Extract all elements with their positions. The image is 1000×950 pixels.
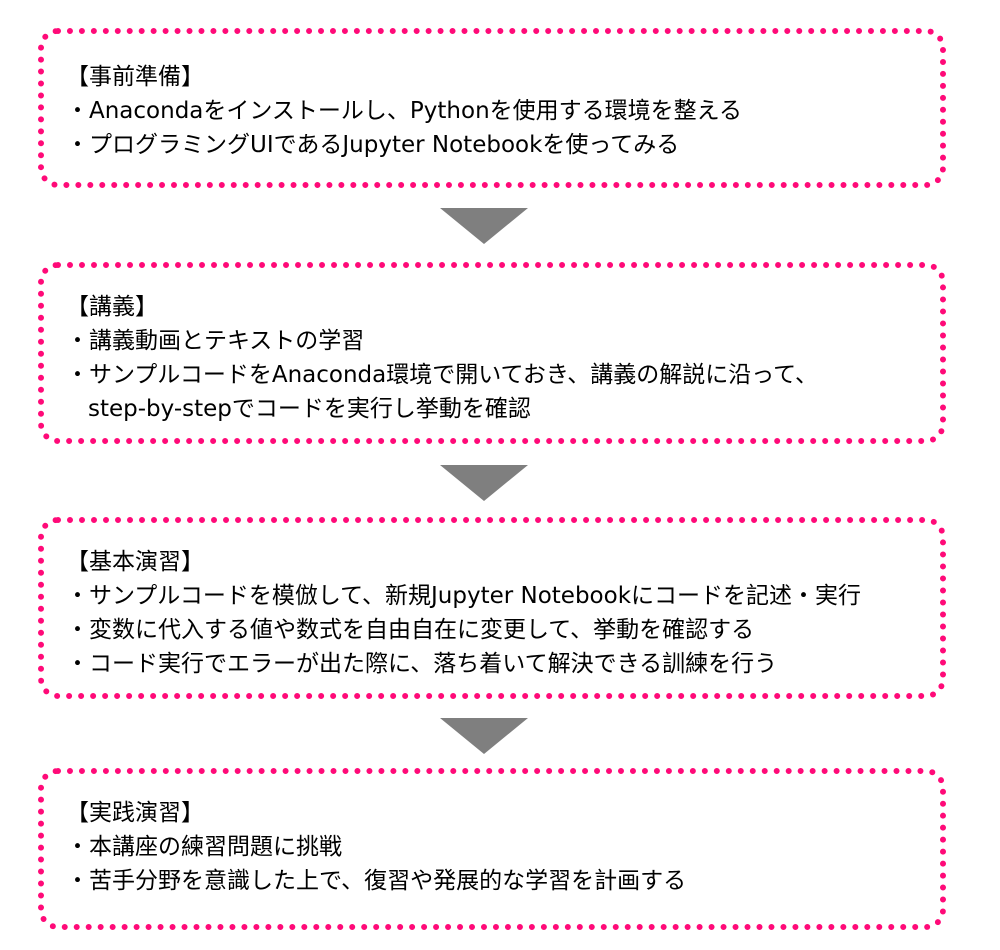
step-box-preparation: 【事前準備】 ・Anacondaをインストールし、Pythonを使用する環境を整… xyxy=(38,28,946,188)
step-line: ・講義動画とテキストの学習 xyxy=(66,328,365,354)
step-line: ・コード実行でエラーが出た際に、落ち着いて解決できる訓練を行う xyxy=(66,651,778,677)
step-box-practical-exercise: 【実践演習】 ・本講座の練習問題に挑戦 ・苦手分野を意識した上で、復習や発展的な… xyxy=(38,768,946,930)
step-line: ・変数に代入する値や数式を自由自在に変更して、挙動を確認する xyxy=(66,617,755,643)
step-line: ・Anacondaをインストールし、Pythonを使用する環境を整える xyxy=(66,98,742,124)
step-line: step-by-stepでコードを実行し挙動を確認 xyxy=(88,396,531,422)
down-arrow-icon xyxy=(440,465,528,501)
step-box-lecture: 【講義】 ・講義動画とテキストの学習 ・サンプルコードをAnaconda環境で開… xyxy=(38,262,946,444)
step-line: ・苦手分野を意識した上で、復習や発展的な学習を計画する xyxy=(66,868,687,894)
step-line: ・プログラミングUIであるJupyter Notebookを使ってみる xyxy=(66,132,680,158)
step-title: 【実践演習】 xyxy=(66,800,204,826)
step-line: ・サンプルコードをAnaconda環境で開いておき、講義の解説に沿って、 xyxy=(66,362,818,388)
step-title: 【事前準備】 xyxy=(66,64,204,90)
step-title: 【基本演習】 xyxy=(66,549,204,575)
step-line: ・本講座の練習問題に挑戦 xyxy=(66,834,342,860)
step-line: ・サンプルコードを模倣して、新規Jupyter Notebookにコードを記述・… xyxy=(66,583,862,609)
down-arrow-icon xyxy=(440,718,528,754)
down-arrow-icon xyxy=(440,208,528,244)
step-box-basic-exercise: 【基本演習】 ・サンプルコードを模倣して、新規Jupyter Notebookに… xyxy=(38,517,946,699)
step-title: 【講義】 xyxy=(66,294,158,320)
